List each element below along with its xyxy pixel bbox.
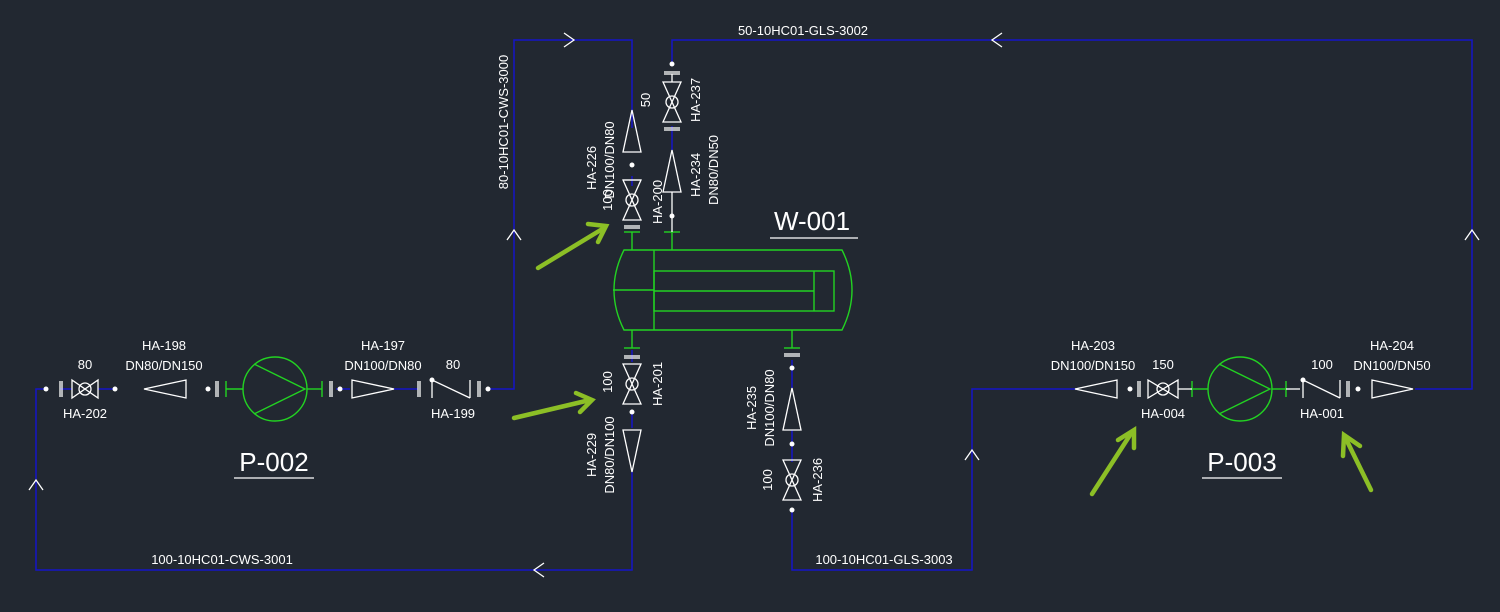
reducer-spec-ha-229: DN80/DN100 xyxy=(602,416,617,493)
line-label-cws-3000: 80-10HC01-CWS-3000 xyxy=(496,55,511,189)
flow-arrow-left xyxy=(990,32,1003,48)
valve-tag-ha-202: HA-202 xyxy=(63,406,107,421)
reducer-ha-226[interactable] xyxy=(622,109,642,168)
pipe-cws-loop[interactable] xyxy=(35,39,633,571)
highlight-arrow xyxy=(535,221,610,271)
valve-size-ha-201: 100 xyxy=(600,371,615,393)
valve-tag-ha-004: HA-004 xyxy=(1141,406,1185,421)
valve-size-ha-199: 80 xyxy=(446,357,460,372)
reducer-ha-197[interactable] xyxy=(329,379,395,399)
valve-tag-ha-237: HA-237 xyxy=(688,78,703,122)
reducer-ha-203[interactable] xyxy=(1074,379,1133,399)
valve-tag-ha-199: HA-199 xyxy=(431,406,475,421)
reducer-spec-ha-197: DN100/DN80 xyxy=(344,358,421,373)
line-label-gls-3002: 50-10HC01-GLS-3002 xyxy=(738,23,868,38)
reducer-tag-ha-197: HA-197 xyxy=(361,338,405,353)
equipment-tag-p-002: P-002 xyxy=(239,447,308,477)
highlight-arrows xyxy=(511,221,1374,497)
reducer-ha-235[interactable] xyxy=(782,353,802,447)
valve-tag-ha-236: HA-236 xyxy=(810,458,825,502)
reducer-spec-ha-226: DN100/DN80 xyxy=(602,121,617,198)
reducer-tag-ha-234: HA-234 xyxy=(688,153,703,197)
flow-arrow-up xyxy=(506,228,522,241)
reducer-tag-ha-198: HA-198 xyxy=(142,338,186,353)
ball-valve-ha-237[interactable] xyxy=(661,61,683,131)
reducer-spec-ha-203: DN100/DN150 xyxy=(1051,358,1136,373)
reducer-spec-ha-198: DN80/DN150 xyxy=(125,358,202,373)
equipment-tag-p-003: P-003 xyxy=(1207,447,1276,477)
valve-size-ha-237: 50 xyxy=(638,93,653,107)
pipe-connections xyxy=(60,126,793,462)
flow-arrows xyxy=(28,32,1480,578)
reducer-tag-ha-235: HA-235 xyxy=(744,386,759,430)
reducer-tag-ha-226: HA-226 xyxy=(584,146,599,190)
reducer-ha-234[interactable] xyxy=(662,149,682,232)
reducer-ha-198[interactable] xyxy=(143,379,219,399)
flow-arrow-up xyxy=(964,448,980,461)
pump-p-003[interactable] xyxy=(1191,356,1287,422)
reducer-ha-204[interactable] xyxy=(1371,379,1414,399)
valve-size-ha-236: 100 xyxy=(760,469,775,491)
equipment-tag-w-001: W-001 xyxy=(774,206,850,236)
flow-arrow-left xyxy=(532,562,545,578)
highlight-arrow xyxy=(1089,425,1137,497)
flow-arrow-right xyxy=(563,32,576,48)
reducer-tag-ha-204: HA-204 xyxy=(1370,338,1414,353)
highlight-arrow xyxy=(511,390,596,421)
ball-valve-ha-200[interactable] xyxy=(621,179,643,229)
valve-tag-ha-001: HA-001 xyxy=(1300,406,1344,421)
check-valve-ha-199[interactable] xyxy=(417,377,491,399)
valve-size-ha-001: 100 xyxy=(1311,357,1333,372)
valve-size-ha-004: 150 xyxy=(1152,357,1174,372)
ball-valve-ha-201[interactable] xyxy=(621,355,643,415)
heat-exchanger-w-001[interactable] xyxy=(613,231,853,349)
reducer-spec-ha-204: DN100/DN50 xyxy=(1353,358,1430,373)
reducer-ha-229[interactable] xyxy=(622,429,642,473)
ball-valve-ha-236[interactable] xyxy=(781,459,803,513)
line-label-cws-3001: 100-10HC01-CWS-3001 xyxy=(151,552,293,567)
ball-valve-ha-202[interactable] xyxy=(43,378,118,400)
valve-size-ha-202: 80 xyxy=(78,357,92,372)
line-label-gls-3003: 100-10HC01-GLS-3003 xyxy=(815,552,952,567)
valve-tag-ha-201: HA-201 xyxy=(650,362,665,406)
reducer-spec-ha-235: DN100/DN80 xyxy=(762,369,777,446)
pipe-gls-loop[interactable] xyxy=(671,39,1473,571)
valve-tag-ha-200: HA-200 xyxy=(650,180,665,224)
ball-valve-ha-004[interactable] xyxy=(1137,378,1192,400)
check-valve-ha-001[interactable] xyxy=(1286,377,1361,399)
reducer-tag-ha-203: HA-203 xyxy=(1071,338,1115,353)
pump-p-002[interactable] xyxy=(225,356,323,422)
flow-arrow-up xyxy=(28,478,44,491)
highlight-arrow xyxy=(1340,430,1374,493)
valve-size-ha-200: 100 xyxy=(600,189,615,211)
reducer-tag-ha-229: HA-229 xyxy=(584,433,599,477)
reducer-spec-ha-234: DN80/DN50 xyxy=(706,135,721,205)
flow-arrow-up xyxy=(1464,228,1480,241)
